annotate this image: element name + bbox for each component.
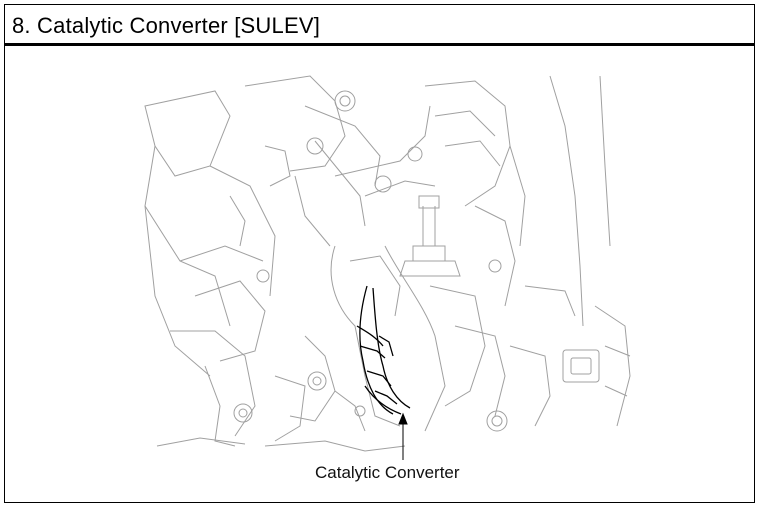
content-frame: 8. Catalytic Converter [SULEV] (4, 4, 755, 503)
title-bar: 8. Catalytic Converter [SULEV] (5, 5, 754, 46)
catalytic-converter-label: Catalytic Converter (315, 463, 460, 482)
callout-arrow (398, 412, 408, 460)
engine-bay-illustration: Catalytic Converter (5, 46, 754, 502)
engine-components-lineart (144, 75, 631, 452)
catalytic-converter-highlight (356, 285, 411, 415)
page-title: 8. Catalytic Converter [SULEV] (12, 13, 321, 38)
